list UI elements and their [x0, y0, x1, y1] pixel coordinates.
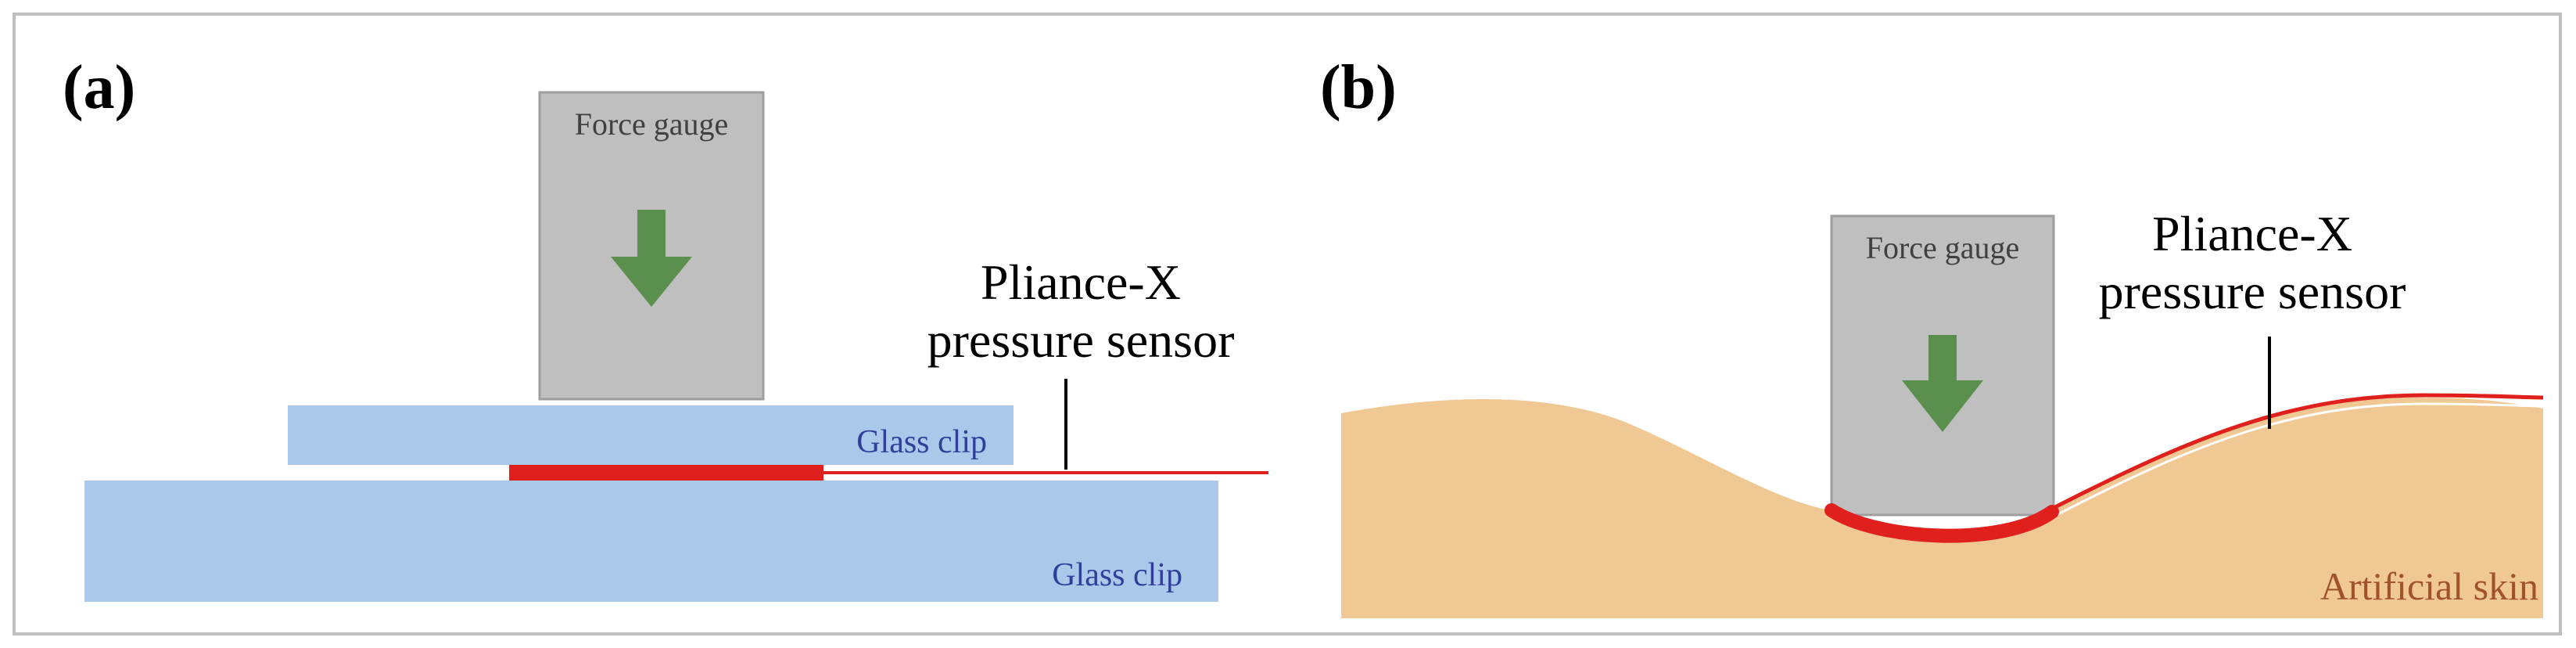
pressure-sensor-strip-b — [1824, 503, 2059, 543]
glass-clip-bottom — [84, 481, 1218, 602]
sensor-label-line1: Pliance-X — [981, 254, 1181, 310]
artificial-skin — [1341, 397, 2543, 618]
down-arrow-icon — [611, 210, 692, 307]
force-gauge-label: Force gauge — [575, 106, 729, 142]
sensor-lead-wire-b-highlight — [2051, 402, 2544, 519]
sensor-lead-wire-b — [2047, 393, 2544, 513]
down-arrow-icon-b — [1902, 335, 1983, 432]
glass-clip-bottom-label: Glass clip — [1052, 557, 1182, 593]
force-gauge-b-label: Force gauge — [1866, 230, 2020, 265]
pressure-sensor-strip — [509, 465, 823, 481]
panel-a: (a) Glass clip Glass clip Force gauge Pl… — [63, 53, 1268, 602]
glass-clip-top — [288, 405, 1014, 465]
artificial-skin-label: Artificial skin — [2320, 564, 2538, 608]
sensor-label-b-line2: pressure sensor — [2099, 264, 2406, 319]
panel-a-label: (a) — [63, 53, 135, 122]
panel-b: (b) Artificial skin Force gauge Pliance-… — [1320, 53, 2544, 618]
glass-clip-top-label: Glass clip — [856, 424, 987, 460]
sensor-label-line2: pressure sensor — [927, 312, 1235, 368]
sensor-label-b-line1: Pliance-X — [2152, 206, 2352, 261]
panel-b-label: (b) — [1320, 53, 1397, 122]
